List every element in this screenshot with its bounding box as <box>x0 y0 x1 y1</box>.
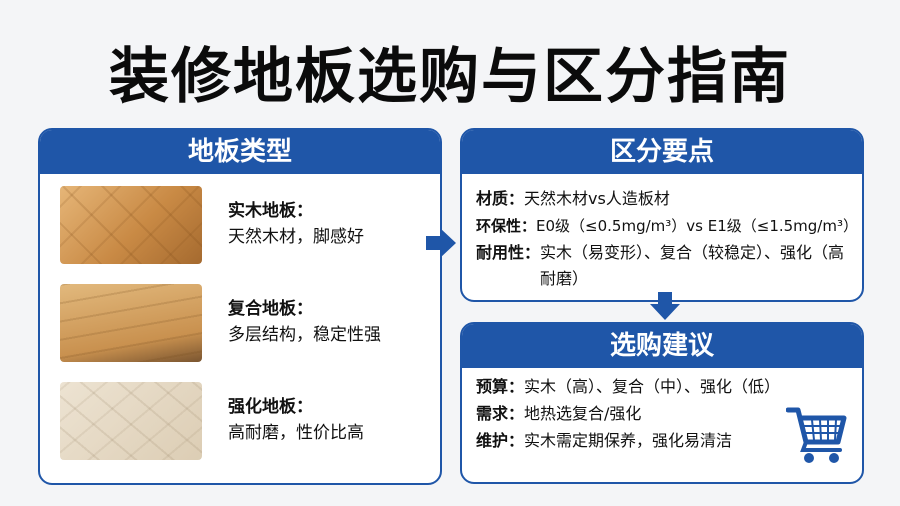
laminate-floor-image <box>60 382 202 460</box>
buying-advice-list: 预算： 实木（高）、复合（中）、强化（低） 需求： 地热选复合/强化 维护： 实… <box>476 374 852 455</box>
composite-floor-image <box>60 284 202 362</box>
list-item: 需求： 地热选复合/强化 <box>476 401 852 427</box>
shopping-cart-icon <box>786 407 847 463</box>
laminate-item: 强化地板： 高耐磨，性价比高 <box>228 394 364 446</box>
row-label: 维护： <box>476 431 525 450</box>
list-item: 环保性： E0级（≤0.5mg/m³）vs E1级（≤1.5mg/m³） <box>476 213 858 239</box>
list-item: 维护： 实木需定期保养，强化易清洁 <box>476 428 852 454</box>
row-value: 实木（高）、复合（中）、强化（低） <box>524 377 781 396</box>
row-label: 需求： <box>476 404 525 423</box>
key-points-panel: 区分要点 材质： 天然木材vs人造板材 环保性： E0级（≤0.5mg/m³）v… <box>460 128 864 302</box>
row-value: 天然木材vs人造板材 <box>524 189 670 208</box>
item-title: 实木地板： <box>228 201 313 221</box>
row-value: 地热选复合/强化 <box>524 404 642 423</box>
item-title: 复合地板： <box>228 299 313 319</box>
solid-wood-floor-image <box>60 186 202 264</box>
row-label: 环保性： <box>476 217 537 235</box>
item-desc: 多层结构，稳定性强 <box>228 325 381 345</box>
item-title: 强化地板： <box>228 397 313 417</box>
list-item: 预算： 实木（高）、复合（中）、强化（低） <box>476 374 852 400</box>
arrow-right-icon <box>426 228 456 258</box>
key-points-list: 材质： 天然木材vs人造板材 环保性： E0级（≤0.5mg/m³）vs E1级… <box>476 186 858 293</box>
row-label: 材质： <box>476 189 525 208</box>
buying-advice-header: 选购建议 <box>462 324 862 368</box>
arrow-down-icon <box>650 292 680 320</box>
row-value: 实木需定期保养，强化易清洁 <box>524 431 733 450</box>
list-item: 材质： 天然木材vs人造板材 <box>476 186 852 212</box>
key-points-header: 区分要点 <box>462 130 862 174</box>
floor-types-header: 地板类型 <box>40 130 440 174</box>
row-label: 耐用性： <box>476 243 541 262</box>
item-desc: 天然木材，脚感好 <box>228 227 364 247</box>
item-desc: 高耐磨，性价比高 <box>228 423 364 443</box>
row-value: E0级（≤0.5mg/m³）vs E1级（≤1.5mg/m³） <box>536 217 858 235</box>
floor-types-panel: 地板类型 实木地板： 天然木材，脚感好 复合地板： 多层结构，稳定性强 强化地板… <box>38 128 442 485</box>
list-item: 耐用性： 实木（易变形）、复合（较稳定）、强化（高耐磨） <box>476 240 852 292</box>
row-value: 实木（易变形）、复合（较稳定）、强化（高耐磨） <box>540 243 845 288</box>
solid-wood-item: 实木地板： 天然木材，脚感好 <box>228 198 364 250</box>
page-title: 装修地板选购与区分指南 <box>109 42 791 112</box>
composite-item: 复合地板： 多层结构，稳定性强 <box>228 296 381 348</box>
row-label: 预算： <box>476 377 525 396</box>
buying-advice-panel: 选购建议 预算： 实木（高）、复合（中）、强化（低） 需求： 地热选复合/强化 … <box>460 322 864 484</box>
